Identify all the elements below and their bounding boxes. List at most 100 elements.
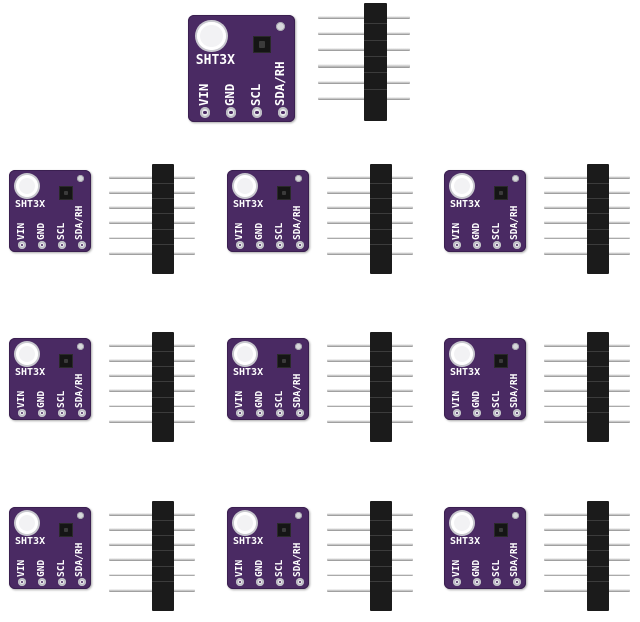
- solder-pad: [513, 409, 521, 417]
- solder-pad: [38, 241, 46, 249]
- sensor-chip: [253, 35, 271, 54]
- header-segment: [587, 351, 609, 353]
- mounting-hole: [16, 343, 38, 365]
- solder-pad: [276, 241, 284, 249]
- mounting-hole: [451, 343, 473, 365]
- pin-label: GND: [36, 559, 47, 577]
- corner-hole: [295, 512, 302, 519]
- header-segment: [587, 535, 609, 537]
- sensor-chip: [277, 523, 291, 537]
- solder-pad: [473, 409, 481, 417]
- pin-header: [327, 164, 415, 274]
- pin-header: [109, 164, 197, 274]
- pin-label: VIN: [234, 559, 245, 577]
- solder-pad: [493, 241, 501, 249]
- mounting-hole: [451, 512, 473, 534]
- header-segment: [370, 535, 392, 537]
- model-label: SHT3X: [450, 536, 481, 547]
- pin-header: [327, 332, 415, 442]
- header-segment: [364, 72, 388, 74]
- model-label: SHT3X: [450, 367, 481, 378]
- model-label: SHT3X: [233, 199, 264, 210]
- header-body: [152, 501, 174, 611]
- solder-pad: [453, 578, 461, 586]
- solder-pad: [38, 578, 46, 586]
- pin-label: SCL: [491, 222, 502, 240]
- corner-hole: [295, 343, 302, 350]
- header-segment: [370, 520, 392, 522]
- header-segment: [370, 198, 392, 200]
- header-segment: [587, 580, 609, 582]
- model-label: SHT3X: [15, 536, 46, 547]
- pin-label: VIN: [451, 559, 462, 577]
- header-segment: [587, 411, 609, 413]
- pin-label: SDA/RH: [509, 205, 520, 240]
- solder-pad: [473, 241, 481, 249]
- pin-label: GND: [471, 390, 482, 408]
- model-label: SHT3X: [15, 367, 46, 378]
- pin-label: SCL: [274, 222, 285, 240]
- pin-label: GND: [36, 390, 47, 408]
- solder-pad: [256, 409, 264, 417]
- pin-header: [544, 332, 632, 442]
- model-label: SHT3X: [450, 199, 481, 210]
- corner-hole: [512, 512, 519, 519]
- corner-hole: [77, 175, 84, 182]
- sensor-chip: [59, 523, 73, 537]
- solder-pad: [296, 241, 304, 249]
- solder-pad: [251, 107, 263, 118]
- solder-pad: [473, 578, 481, 586]
- header-body: [152, 332, 174, 442]
- solder-pad: [493, 409, 501, 417]
- header-segment: [364, 88, 388, 90]
- solder-pad: [58, 241, 66, 249]
- solder-pad: [225, 107, 237, 118]
- solder-pad: [78, 409, 86, 417]
- pin-label: GND: [254, 559, 265, 577]
- model-label: SHT3X: [15, 199, 46, 210]
- solder-pad: [277, 107, 289, 118]
- header-segment: [587, 213, 609, 215]
- header-segment: [152, 366, 174, 368]
- solder-pad: [78, 241, 86, 249]
- header-body: [370, 164, 392, 274]
- header-body: [587, 332, 609, 442]
- header-body: [370, 501, 392, 611]
- mounting-hole: [234, 512, 256, 534]
- header-segment: [370, 213, 392, 215]
- pin-label: GND: [223, 83, 238, 106]
- mounting-hole: [451, 175, 473, 197]
- solder-pad: [296, 409, 304, 417]
- header-segment: [364, 23, 388, 25]
- header-segment: [370, 550, 392, 552]
- pin-label: VIN: [197, 83, 212, 106]
- pin-label: SCL: [56, 222, 67, 240]
- pin-label: SDA/RH: [74, 205, 85, 240]
- mounting-hole: [234, 343, 256, 365]
- header-segment: [587, 396, 609, 398]
- corner-hole: [276, 21, 286, 31]
- header-segment: [370, 351, 392, 353]
- header-body: [152, 164, 174, 274]
- header-segment: [152, 198, 174, 200]
- mounting-hole: [197, 21, 226, 51]
- pin-label: VIN: [234, 390, 245, 408]
- pin-header: [109, 332, 197, 442]
- solder-pad: [296, 578, 304, 586]
- pin-label: GND: [36, 222, 47, 240]
- solder-pad: [236, 241, 244, 249]
- pin-header: [544, 501, 632, 611]
- corner-hole: [77, 512, 84, 519]
- pin-label: VIN: [451, 390, 462, 408]
- header-segment: [587, 550, 609, 552]
- solder-pad: [236, 409, 244, 417]
- model-label: SHT3X: [233, 536, 264, 547]
- sensor-chip: [494, 523, 508, 537]
- pin-label: VIN: [16, 559, 27, 577]
- header-segment: [587, 228, 609, 230]
